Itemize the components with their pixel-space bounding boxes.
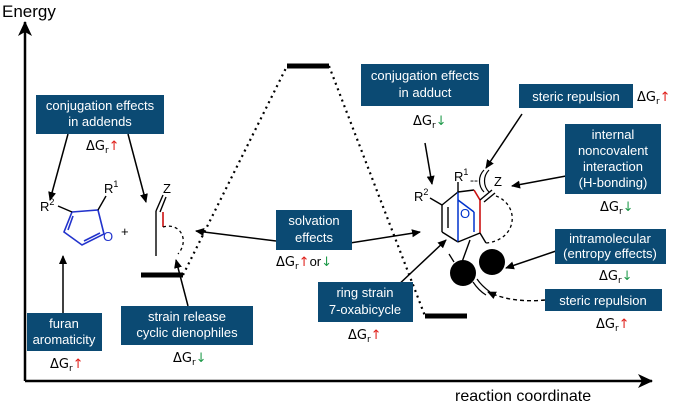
box-strain-release-line-1: strain release <box>148 309 226 324</box>
box-steric-bottom-text: steric repulsion <box>559 293 646 308</box>
plus-sign: + <box>121 224 129 239</box>
box-steric-repulsion-bottom: steric repulsion <box>545 289 662 311</box>
furan-r2-label: R2 <box>40 197 54 214</box>
adduct-r1-label: R1 <box>454 167 468 184</box>
dg-internal: ΔGr↓ <box>600 200 634 217</box>
arrow-steric-bottom <box>487 291 546 302</box>
adduct-molecule: O R2 R1 Z -- <box>414 167 513 296</box>
dg-strain-release: ΔGr↓ <box>173 351 207 368</box>
x-axis-label: reaction coordinate <box>455 388 591 405</box>
box-ring-strain-line-2: 7-oxabicycle <box>329 302 401 317</box>
box-ring-strain: ring strain 7-oxabicycle <box>318 282 413 322</box>
box-internal-line-2: noncovalent <box>578 143 648 158</box>
box-intramolecular-line-1: intramolecular <box>569 231 651 246</box>
box-furan-line-1: furan <box>49 316 79 331</box>
dg-solvation: ΔGr↑or↓ <box>276 254 332 272</box>
dg-intramolecular: ΔGr↓ <box>599 269 633 286</box>
dg-conj-addends: ΔGr↑ <box>86 139 120 156</box>
dienophile-molecule: Z <box>155 181 184 256</box>
arrow-solvation-right <box>349 229 421 244</box>
box-strain-release-line-2: cyclic dienophiles <box>136 325 238 340</box>
adduct-hbond-dashes: -- <box>470 173 478 187</box>
box-solvation-line-2: effects <box>295 230 334 245</box>
box-solvation: solvation effects <box>276 210 352 250</box>
arrow-conj-addends-furan <box>48 133 69 201</box>
box-conjugation-adduct-line-2: in adduct <box>399 85 452 100</box>
box-intramolecular: intramolecular (entropy effects) <box>555 229 666 264</box>
box-ring-strain-line-1: ring strain <box>336 285 393 300</box>
arrow-strain-release <box>174 259 189 307</box>
arrow-intramolecular <box>505 250 557 270</box>
y-axis-label: Energy <box>2 2 56 21</box>
arrow-conj-addends-dienophile <box>127 133 148 203</box>
box-internal-interaction: internal noncovalent interaction (H-bond… <box>565 124 661 194</box>
dg-ring-strain: ΔGr↑ <box>348 328 382 345</box>
box-intramolecular-line-2: (entropy effects) <box>563 246 657 261</box>
bulky-group-left <box>450 260 476 286</box>
reaction-path-up <box>182 65 288 276</box>
box-internal-line-4: (H-bonding) <box>579 175 648 190</box>
adduct-z-label: Z <box>494 174 502 189</box>
furan-molecule: O R2 R1 <box>40 179 118 246</box>
adduct-r2-label: R2 <box>414 187 428 204</box>
box-conjugation-addends: conjugation effects in addends <box>36 95 164 134</box>
box-solvation-line-1: solvation <box>288 213 339 228</box>
furan-r1-label: R1 <box>104 179 118 196</box>
furan-oxygen-label: O <box>103 229 113 244</box>
box-furan-line-2: aromaticity <box>33 332 96 347</box>
arrow-ring-strain <box>394 239 447 289</box>
arrow-solvation-left <box>195 228 277 242</box>
box-conjugation-adduct: conjugation effects in adduct <box>361 64 489 106</box>
dg-steric-bottom: ΔGr↑ <box>596 317 630 334</box>
bulky-group-right <box>479 249 505 275</box>
dg-steric-top: ΔGr↑ <box>637 90 671 107</box>
box-furan-aromaticity: furan aromaticity <box>27 313 102 351</box>
box-conjugation-adduct-line-1: conjugation effects <box>371 68 480 83</box>
box-conjugation-addends-line-2: in addends <box>68 114 132 129</box>
box-internal-line-3: interaction <box>583 159 643 174</box>
arrow-steric-top <box>485 113 523 169</box>
box-strain-release: strain release cyclic dienophiles <box>121 306 253 345</box>
arrow-conj-adduct <box>424 142 435 185</box>
box-internal-line-1: internal <box>592 127 635 142</box>
box-conjugation-addends-line-1: conjugation effects <box>46 98 155 113</box>
box-steric-repulsion-top: steric repulsion <box>519 84 633 108</box>
dg-furan: ΔGr↑ <box>50 357 84 374</box>
dg-conj-adduct: ΔGr↓ <box>413 114 447 131</box>
arrow-internal <box>511 175 567 189</box>
dienophile-z-label: Z <box>163 181 171 196</box>
box-steric-top-text: steric repulsion <box>532 89 619 104</box>
adduct-oxygen-label: O <box>460 206 470 221</box>
